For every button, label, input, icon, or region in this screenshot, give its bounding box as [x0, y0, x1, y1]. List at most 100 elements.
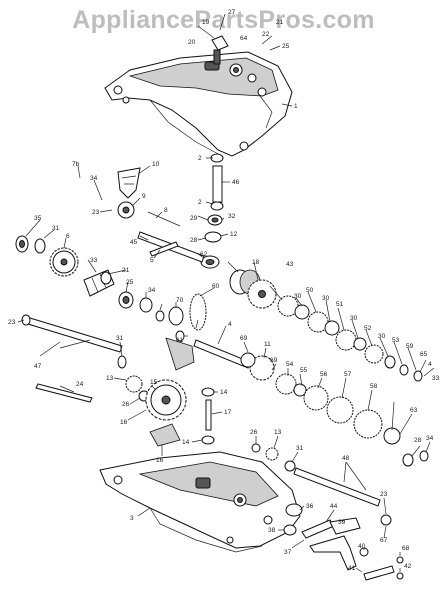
linkage-assembly[interactable]	[283, 503, 404, 581]
washer-21[interactable]	[100, 271, 112, 285]
washer-29[interactable]	[155, 310, 165, 322]
collar-14-upper[interactable]	[201, 387, 215, 397]
callout: 35	[34, 215, 42, 222]
lower-right-gears[interactable]	[275, 373, 429, 467]
spacer-35[interactable]	[15, 235, 29, 253]
callout: 9	[142, 193, 146, 200]
callout: 20	[188, 39, 196, 46]
callout: 44	[330, 503, 338, 510]
callout: 34	[90, 175, 98, 182]
callout: 68	[402, 545, 410, 552]
callout: 26	[250, 429, 258, 436]
callout: 52	[364, 325, 372, 332]
callout: 53	[392, 337, 400, 344]
callout: 31	[296, 445, 304, 452]
callout: 46	[232, 179, 240, 186]
callout: 23	[8, 319, 16, 326]
callout: 21	[122, 267, 130, 274]
bevel-gear-10[interactable]	[117, 167, 141, 199]
callout: 25	[126, 279, 134, 286]
bearing-34[interactable]	[139, 297, 153, 313]
callout: 10	[152, 161, 160, 168]
lower-housing[interactable]	[99, 451, 301, 553]
callout: 69	[270, 357, 278, 364]
shift-fork-16-upper[interactable]	[165, 337, 195, 371]
callout: 33	[90, 257, 98, 264]
callout: 7b	[72, 161, 80, 168]
callout: 4	[428, 361, 432, 368]
axle-key-24[interactable]	[35, 383, 93, 403]
callout: 24	[76, 381, 84, 388]
bottom-small-gears[interactable]	[251, 443, 296, 472]
callout: 14	[220, 389, 228, 396]
callout: 54	[286, 361, 294, 368]
callout: 3	[130, 515, 134, 522]
shaft-47[interactable]	[21, 314, 123, 353]
callout: 30	[294, 293, 302, 300]
callout: 29	[190, 215, 198, 222]
shift-fork-16-lower[interactable]	[149, 423, 181, 447]
callout: 11	[264, 341, 271, 348]
callout: 30	[378, 333, 386, 340]
callout: 23	[380, 491, 388, 498]
callout: 17	[224, 409, 232, 416]
gear-11[interactable]	[249, 355, 275, 381]
bushing-25[interactable]	[118, 291, 134, 309]
callout: 58	[370, 383, 378, 390]
callout: 60	[212, 283, 220, 290]
callout: 2	[198, 199, 202, 206]
callout: 31	[52, 225, 60, 232]
washer-31b[interactable]	[117, 355, 127, 369]
callout: 18	[252, 259, 260, 266]
callout: 28	[190, 237, 198, 244]
callout: 47	[34, 363, 42, 370]
gear-43[interactable]	[247, 279, 277, 309]
callout: 16	[120, 419, 128, 426]
callout: 19	[202, 19, 210, 26]
callout: 25	[282, 43, 290, 50]
callout: 12	[230, 231, 238, 238]
callout: 1	[294, 103, 298, 110]
collar-14-lower[interactable]	[201, 435, 215, 445]
callout: 4	[228, 321, 232, 328]
gear-69[interactable]	[240, 352, 256, 368]
callout: 61	[176, 337, 184, 344]
callout: 56	[320, 371, 328, 378]
gear-70[interactable]	[168, 306, 184, 326]
callout: 28	[414, 437, 422, 444]
callout: 6	[66, 233, 70, 240]
callout: 34	[148, 287, 156, 294]
callout: 43	[286, 261, 294, 268]
callout: 5	[150, 257, 154, 264]
callout: 65	[420, 351, 428, 358]
chain-60[interactable]	[189, 293, 207, 331]
callout: 69	[240, 335, 248, 342]
callout: 22	[262, 31, 270, 38]
shaft-48[interactable]	[293, 467, 381, 507]
callout: 41	[348, 565, 356, 572]
washer-31[interactable]	[34, 238, 46, 254]
shaft-4[interactable]	[193, 339, 251, 369]
callout: 59	[406, 343, 414, 350]
callout: 39	[338, 519, 346, 526]
gear-9[interactable]	[117, 201, 135, 219]
callout: 70	[176, 297, 184, 304]
callout: 16	[156, 457, 164, 464]
gear-stack-upper-right[interactable]	[277, 295, 423, 382]
gear-6[interactable]	[49, 247, 79, 277]
shaft-45[interactable]	[137, 211, 205, 263]
callout: 64	[240, 35, 248, 42]
callout: 45	[130, 239, 138, 246]
callout: 30	[322, 295, 330, 302]
callout: 42	[404, 563, 412, 570]
gear-13[interactable]	[125, 375, 143, 393]
callout: 30	[350, 315, 358, 322]
upper-housing[interactable]	[104, 35, 293, 157]
callout: 13	[274, 429, 282, 436]
callout: 36	[306, 503, 314, 510]
pin-17[interactable]	[205, 399, 212, 431]
callout: 34	[426, 435, 434, 442]
callout: 15	[150, 379, 158, 386]
callout: 50	[306, 287, 314, 294]
